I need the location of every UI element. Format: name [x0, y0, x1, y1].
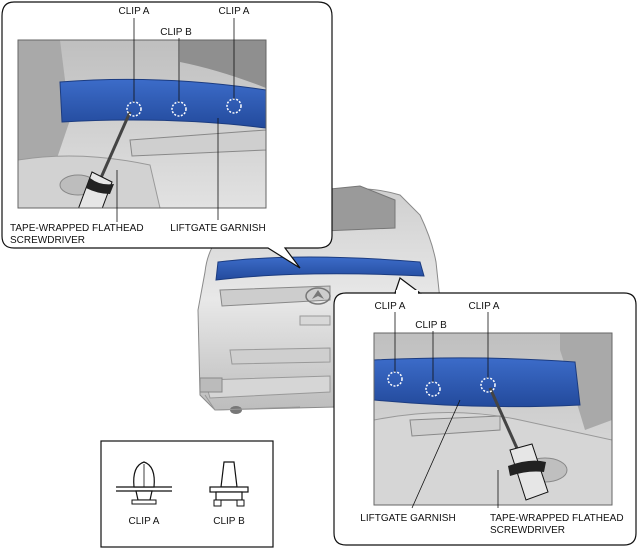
label-clip-b-top: CLIP B: [160, 27, 192, 38]
callout-bottom-right-photo: [374, 333, 612, 505]
clip-legend: CLIP A CLIP B: [100, 440, 274, 548]
screwdriver-bottom: [488, 387, 549, 501]
callout-top-left: CLIP A CLIP B CLIP A TAPE-WRAPPED FLATHE…: [1, 1, 333, 269]
label-screwdriver-bottom-line1: TAPE-WRAPPED FLATHEAD: [490, 513, 624, 524]
clip-b-icon: [209, 461, 249, 507]
vehicle-liftgate-garnish: [215, 256, 425, 281]
clip-a-icon: [116, 461, 172, 505]
label-clip-a-top-left: CLIP A: [119, 6, 150, 17]
legend-label-clip-a: CLIP A: [129, 516, 160, 527]
label-screwdriver-top-line1: TAPE-WRAPPED FLATHEAD: [10, 223, 144, 234]
liftgate-garnish-top: [59, 78, 266, 129]
label-clip-a-bottom-left: CLIP A: [375, 301, 406, 312]
legend-label-clip-b: CLIP B: [213, 516, 245, 527]
liftgate-garnish-bottom: [374, 357, 581, 408]
label-garnish-top: LIFTGATE GARNISH: [170, 223, 265, 234]
label-screwdriver-bottom-line2: SCREWDRIVER: [490, 525, 565, 536]
screwdriver-top: [78, 111, 132, 208]
label-screwdriver-top-line2: SCREWDRIVER: [10, 235, 85, 246]
label-garnish-bottom: LIFTGATE GARNISH: [360, 513, 455, 524]
callout-top-left-photo: [18, 40, 266, 208]
callout-bottom-right: CLIP A CLIP B CLIP A LIFTGATE GARNISH TA…: [333, 277, 637, 546]
label-clip-a-top-right: CLIP A: [219, 6, 250, 17]
label-clip-b-bottom: CLIP B: [415, 320, 447, 331]
label-clip-a-bottom-right: CLIP A: [469, 301, 500, 312]
